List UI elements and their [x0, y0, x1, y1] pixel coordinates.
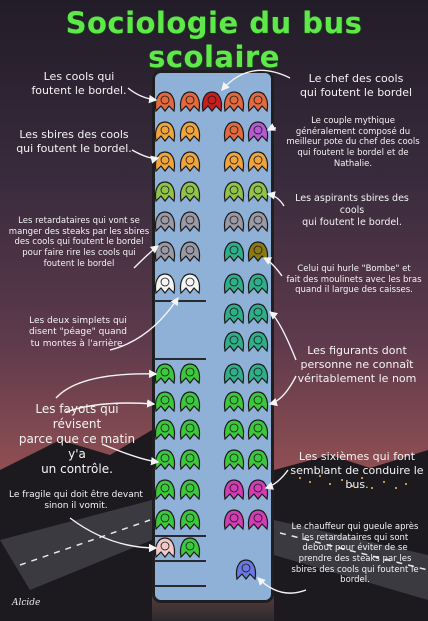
fayot	[179, 363, 201, 385]
arrow-sixiemes	[264, 469, 289, 490]
label-fayots: Les fayots qui révisent parce que ce mat…	[18, 402, 136, 476]
figurant	[247, 363, 269, 385]
sbire	[154, 151, 176, 173]
figurant	[223, 241, 245, 263]
couple-girl	[247, 121, 269, 143]
arrow-simplets	[109, 296, 179, 351]
fayot	[179, 419, 201, 441]
arrow-cools	[127, 87, 158, 104]
aspirant	[247, 181, 269, 203]
aspirant	[154, 181, 176, 203]
seat-divider	[154, 300, 206, 302]
cool-kid	[223, 91, 245, 113]
couple-boy	[223, 121, 245, 143]
retardataire	[179, 211, 201, 233]
arrow-sbires	[131, 149, 160, 164]
arrow-bombe	[262, 257, 283, 277]
page-title: Sociologie du bus scolaire	[65, 6, 363, 74]
cool-kid	[154, 91, 176, 113]
retardataire	[247, 211, 269, 233]
fayot	[154, 479, 176, 501]
fayot	[223, 449, 245, 471]
label-chauffeur: Le chauffeur qui gueule après les retard…	[291, 522, 419, 586]
arrow-retardataires	[133, 245, 160, 269]
arrow-fayots-2	[65, 399, 156, 413]
arrow-aspirants	[266, 191, 285, 207]
sbire	[247, 151, 269, 173]
fayot	[179, 449, 201, 471]
seat-divider	[154, 535, 206, 537]
simplet	[154, 273, 176, 295]
arrow-chef	[221, 69, 291, 92]
chauffeur	[235, 559, 257, 581]
simplet	[179, 273, 201, 295]
cool-kid	[247, 91, 269, 113]
label-sixiemes: Les sixièmes qui font semblant de condui…	[290, 450, 424, 491]
label-figurants: Les figurants dont personne ne connaît v…	[297, 344, 417, 385]
label-fragile: Le fragile qui doit être devant sinon il…	[9, 490, 143, 512]
arrow-fragile	[69, 517, 158, 553]
fayot	[179, 537, 201, 559]
sixieme	[223, 479, 245, 501]
sbire	[179, 151, 201, 173]
fayot	[154, 509, 176, 531]
chef-des-cools	[201, 91, 223, 113]
sixieme	[223, 509, 245, 531]
aspirant	[179, 181, 201, 203]
fayot	[154, 449, 176, 471]
label-couple: Le couple mythique généralement composé …	[286, 116, 420, 169]
fayot	[179, 479, 201, 501]
retardataire	[154, 241, 176, 263]
arrow-chauffeur	[257, 577, 307, 594]
seat-divider	[154, 358, 206, 360]
fayot	[154, 391, 176, 413]
fayot	[179, 391, 201, 413]
seat-divider	[154, 585, 206, 587]
cool-kid	[179, 91, 201, 113]
figurant	[247, 273, 269, 295]
fayot	[154, 419, 176, 441]
fayot	[247, 419, 269, 441]
figurant	[223, 273, 245, 295]
sbire	[179, 121, 201, 143]
figurant	[223, 303, 245, 325]
arrow-figurants-down	[268, 375, 297, 407]
fayot	[179, 509, 201, 531]
retardataire	[179, 241, 201, 263]
label-simplets: Les deux simplets qui disent "péage" qua…	[28, 316, 128, 349]
arrow-fayots-3	[101, 443, 160, 466]
figurant	[223, 331, 245, 353]
sbire	[223, 151, 245, 173]
retardataire	[223, 211, 245, 233]
seat-divider	[154, 560, 206, 562]
label-bombe: Celui qui hurle "Bombe" et fait des moul…	[286, 264, 422, 296]
fragile-kid	[154, 537, 176, 559]
figurant	[223, 363, 245, 385]
fayot	[223, 391, 245, 413]
fayot	[247, 391, 269, 413]
arrow-couple	[266, 123, 277, 131]
label-sbires: Les sbires des cools qui foutent le bord…	[16, 128, 132, 155]
arrow-fayots-1	[55, 369, 158, 399]
label-chef: Le chef des cools qui foutent le bordel	[299, 72, 413, 99]
label-aspirants: Les aspirants sbires des cools qui foute…	[295, 193, 409, 228]
sbire	[154, 121, 176, 143]
figurant	[247, 331, 269, 353]
fayot	[247, 449, 269, 471]
arrow-figurants-up	[268, 311, 297, 361]
label-cools: Les cools qui foutent le bordel.	[31, 70, 127, 97]
aspirant	[223, 181, 245, 203]
sixieme	[247, 479, 269, 501]
signature: Alcide	[12, 598, 41, 608]
label-retardataires: Les retardataires qui vont se manger des…	[8, 216, 150, 269]
fayot	[223, 419, 245, 441]
figurant	[247, 303, 269, 325]
sixieme	[247, 509, 269, 531]
fayot	[154, 363, 176, 385]
retardataire	[154, 211, 176, 233]
